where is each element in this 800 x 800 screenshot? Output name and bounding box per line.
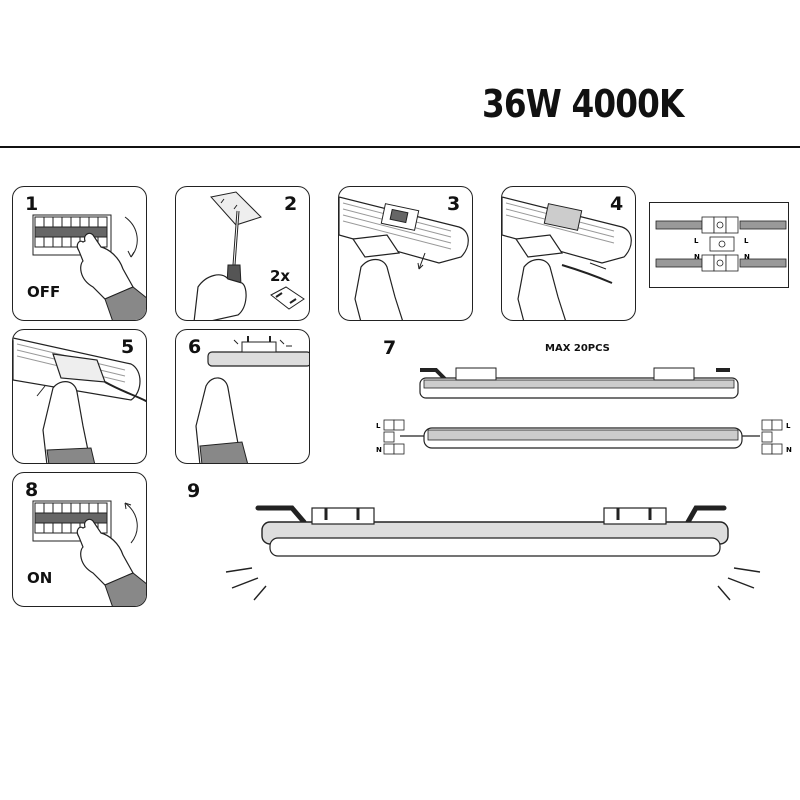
step-3-panel: 3 (338, 186, 473, 321)
neutral-label-left: N (694, 253, 700, 261)
driver-compartment (543, 203, 583, 231)
step-5-number: 5 (121, 336, 135, 358)
push-arrow (36, 385, 46, 397)
pull-arrow (418, 252, 426, 270)
cable (561, 264, 613, 284)
step-5-panel: 5 (12, 329, 147, 464)
light-rays-left (225, 567, 267, 601)
step-4-panel: 4 (501, 186, 636, 321)
max-units-note: MAX 20PCS (545, 343, 610, 354)
terminal-block-diagram: L L N N (655, 216, 787, 272)
step-7-number: 7 (383, 337, 397, 359)
hand (195, 377, 243, 463)
cover (514, 234, 564, 258)
step-2-number: 2 (284, 193, 298, 215)
hand (354, 258, 403, 320)
hand (42, 381, 92, 463)
rotate-arrow (124, 502, 138, 544)
luminaire-body (502, 196, 632, 264)
chain-neutral-label: N (376, 446, 382, 454)
step-9-number: 9 (187, 480, 201, 502)
step-6-panel: 6 (175, 329, 310, 464)
step-8-number: 8 (25, 479, 39, 501)
breaker-on-illustration (32, 500, 146, 606)
open-driver-cover-illustration (339, 196, 469, 320)
off-label: OFF (27, 283, 61, 301)
sleeve (46, 447, 96, 463)
rotate-arrow (124, 216, 138, 258)
luminaire-side (207, 351, 309, 367)
live-label-left: L (694, 237, 699, 245)
clip (270, 286, 305, 310)
on-label: ON (27, 569, 53, 587)
cable (104, 381, 146, 403)
step-1-panel: 1 OFF (12, 186, 147, 321)
sleeve (199, 441, 248, 463)
cover (351, 234, 401, 258)
snap-to-clips-illustration (195, 336, 309, 463)
sleeve (104, 286, 146, 320)
hand (193, 274, 247, 320)
hand (517, 258, 566, 320)
neutral-label-right: N (744, 253, 750, 261)
insert-arrow (589, 262, 607, 270)
light-rays-right (717, 567, 761, 601)
breaker-off-illustration (32, 214, 146, 320)
luminaire-body (339, 196, 469, 264)
step-2-panel: 2 2x (175, 186, 310, 321)
step-1-number: 1 (25, 193, 39, 215)
product-title: 36W 4000K (482, 82, 684, 126)
step-3-number: 3 (447, 193, 461, 215)
live-label-right: L (744, 237, 749, 245)
wiring-detail-box: L L N N (649, 202, 789, 288)
chain-neutral-label-right: N (786, 446, 792, 454)
step-4-number: 4 (610, 193, 624, 215)
step-6-number: 6 (188, 336, 202, 358)
sleeve (104, 572, 146, 606)
step-8-panel: 8 ON (12, 472, 147, 607)
header-divider (0, 146, 800, 148)
connect-cable-illustration (502, 196, 632, 320)
quantity-label: 2x (270, 267, 291, 285)
close-cover-illustration (13, 337, 146, 463)
screw-mount-illustration (193, 191, 305, 320)
chain-live-label-right: L (786, 422, 791, 430)
chain-live-label: L (376, 422, 381, 430)
